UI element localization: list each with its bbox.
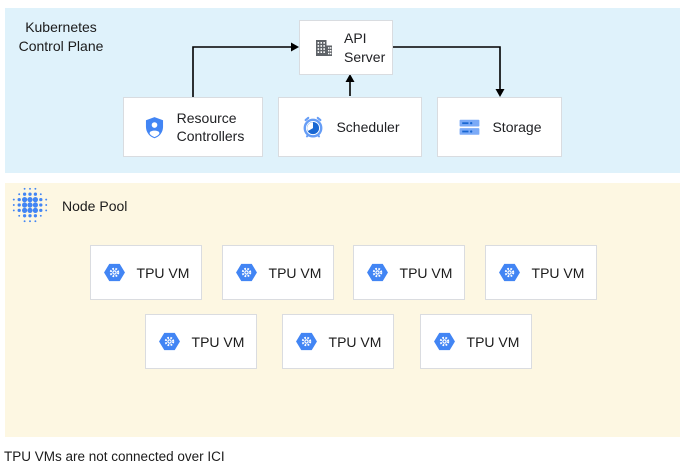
tpu-vm-box: TPU VM [145,314,257,369]
gke-hexagon-gear-icon [158,332,180,351]
footnote-text: TPU VMs are not connected over ICI [4,449,225,464]
gke-hexagon-gear-icon [235,263,257,282]
api-server-box: API Server [299,20,393,75]
tpu-vm-label: TPU VM [466,333,520,350]
tpu-vm-label: TPU VM [191,333,245,350]
storage-label: Storage [492,118,542,135]
gke-hexagon-gear-icon [498,263,520,282]
api-server-label: API Server [344,30,386,65]
tpu-vm-label: TPU VM [268,264,322,281]
gke-hexagon-gear-icon [433,332,455,351]
tpu-vm-box: TPU VM [282,314,394,369]
tpu-vm-label: TPU VM [136,264,190,281]
building-icon [316,39,332,56]
dot-cluster-icon [12,187,48,223]
gke-hexagon-gear-icon [103,263,125,282]
shield-user-icon [145,116,163,138]
tpu-vm-label: TPU VM [531,264,585,281]
tpu-vm-label: TPU VM [328,333,382,350]
tpu-vm-label: TPU VM [399,264,453,281]
node-pool-region [5,183,680,437]
storage-box: Storage [437,97,562,157]
tpu-vm-box: TPU VM [222,245,334,300]
tpu-vm-box: TPU VM [485,245,597,300]
tpu-vm-box: TPU VM [90,245,202,300]
scheduler-label: Scheduler [336,118,400,135]
gke-hexagon-gear-icon [366,263,388,282]
gke-hexagon-gear-icon [295,332,317,351]
node-pool-title: Node Pool [62,198,128,214]
tpu-vm-box: TPU VM [420,314,532,369]
server-stack-icon [460,119,480,135]
scheduler-box: Scheduler [278,97,422,157]
control-plane-title: Kubernetes Control Plane [18,19,104,55]
alarm-clock-icon [304,116,323,138]
resource-controllers-box: Resource Controllers [123,97,263,157]
tpu-vm-box: TPU VM [353,245,465,300]
resource-controllers-label: Resource Controllers [176,109,245,144]
